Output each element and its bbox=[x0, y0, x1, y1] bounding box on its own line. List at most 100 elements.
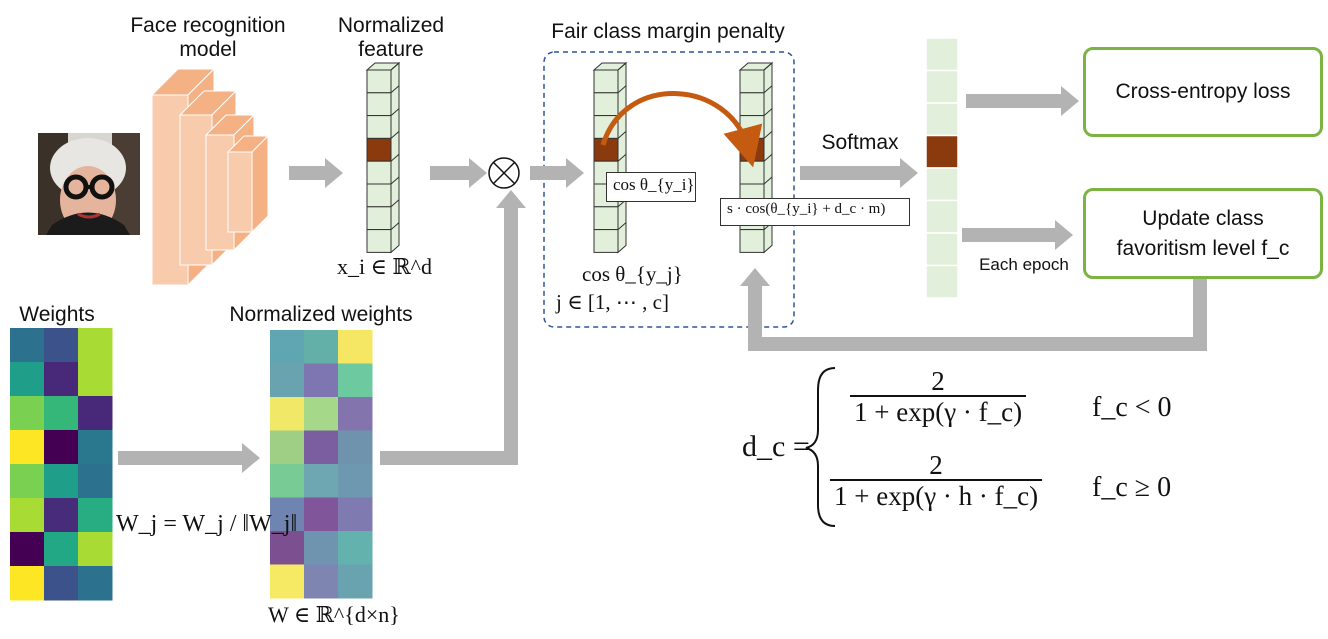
case1-numerator: 2 bbox=[931, 366, 945, 396]
weights-label: Weights bbox=[19, 303, 95, 326]
vector-cell bbox=[593, 69, 619, 94]
matrix-cell bbox=[10, 396, 45, 431]
softmax-cell-highlight bbox=[925, 134, 959, 169]
arrow-to-cross-entropy bbox=[966, 86, 1079, 116]
j-range-text: j ∈ [1, ⋯ , c] bbox=[556, 290, 669, 314]
matrix-cell bbox=[44, 464, 79, 499]
softmax-label: Softmax bbox=[821, 131, 899, 154]
vector-side-line bbox=[763, 176, 773, 185]
vector-cell bbox=[739, 92, 765, 117]
matrix-cell bbox=[270, 397, 305, 431]
vector-cell bbox=[593, 206, 619, 231]
softmax-output-vector bbox=[925, 37, 959, 299]
matrix-cell bbox=[304, 430, 339, 465]
vector-side-line bbox=[390, 199, 400, 208]
arrow-weight-path-hidden bbox=[380, 208, 511, 451]
feature-vector bbox=[365, 61, 401, 254]
vector-side-line bbox=[617, 85, 627, 94]
cases-brace bbox=[805, 367, 836, 527]
matrix-cell bbox=[338, 430, 373, 465]
vector-side-line bbox=[617, 131, 627, 139]
case2-numerator: 2 bbox=[929, 450, 943, 480]
cos-theta-j-math: cos θ_{y_j} bbox=[582, 264, 683, 285]
vector-cell bbox=[739, 69, 765, 94]
dc-lhs: d_c = bbox=[742, 432, 810, 462]
matrix-cell bbox=[304, 531, 339, 565]
feedback-horizontal bbox=[748, 337, 1207, 351]
matrix-cell bbox=[270, 464, 305, 498]
vector-cell bbox=[593, 229, 619, 253]
feedback-up-arrow bbox=[740, 268, 770, 351]
matrix-cell bbox=[270, 330, 305, 364]
face-photo bbox=[38, 133, 140, 235]
matrix-cell bbox=[338, 531, 373, 565]
vector-cell bbox=[366, 160, 392, 185]
margin-callout: s · cos(θ_{y_i} + d_c · m) bbox=[720, 198, 910, 226]
vector-side-line bbox=[390, 153, 400, 162]
cos-theta-j-text: cos θ_{y_j} bbox=[582, 262, 683, 286]
cross-entropy-box: Cross-entropy loss bbox=[1083, 47, 1323, 137]
feature-space-math: x_i ∈ ℝ^d bbox=[337, 256, 432, 278]
fair-penalty-region bbox=[543, 51, 795, 328]
case2-condition-text: f_c ≥ 0 bbox=[1092, 472, 1172, 503]
matrix-cell bbox=[270, 531, 305, 565]
vector-cell bbox=[366, 115, 392, 139]
feedback-vertical bbox=[1193, 279, 1207, 351]
vector-side-line bbox=[390, 108, 400, 116]
matrix-cell bbox=[10, 362, 45, 397]
matrix-cell bbox=[78, 396, 113, 431]
softmax-cell bbox=[925, 167, 959, 202]
vector-cell bbox=[739, 160, 765, 185]
case1-condition: f_c < 0 bbox=[1092, 394, 1172, 422]
arrow-weights-horizontal bbox=[380, 451, 518, 465]
vector-side-line bbox=[390, 131, 400, 139]
softmax-cell bbox=[925, 232, 959, 267]
case2-denominator: 1 + exp(γ · h · f_c) bbox=[830, 479, 1043, 510]
vector-side-line bbox=[617, 153, 627, 162]
matrix-cell bbox=[338, 497, 373, 532]
matrix-cell bbox=[304, 397, 339, 431]
vector-cell bbox=[739, 229, 765, 253]
vector-side-line bbox=[617, 222, 627, 230]
arrow-to-feature bbox=[289, 158, 343, 188]
case2-fraction: 2 1 + exp(γ · h · f_c) bbox=[830, 450, 1043, 510]
cross-entropy-label: Cross-entropy loss bbox=[1115, 80, 1291, 103]
normalized-weights-label: Normalized weights bbox=[229, 303, 413, 326]
matrix-cell bbox=[78, 566, 113, 601]
arrow-to-multiply bbox=[430, 158, 487, 188]
vector-side-line bbox=[763, 153, 773, 162]
matrix-cell bbox=[10, 430, 45, 465]
vector-side-line bbox=[763, 85, 773, 94]
matrix-cell bbox=[338, 330, 373, 364]
softmax-cell bbox=[925, 37, 959, 72]
case1-condition-text: f_c < 0 bbox=[1092, 392, 1172, 423]
matrix-cell bbox=[10, 464, 45, 499]
vector-side-line bbox=[390, 176, 400, 185]
face-model-label: Face recognition model bbox=[130, 14, 286, 61]
softmax-cell bbox=[925, 69, 959, 104]
matrix-cell bbox=[78, 362, 113, 397]
matrix-cell bbox=[78, 498, 113, 533]
softmax-cell bbox=[925, 264, 959, 299]
dc-lhs-text: d_c = bbox=[742, 430, 810, 463]
each-epoch-label: Each epoch bbox=[979, 255, 1069, 274]
matrix-cell bbox=[270, 564, 305, 599]
vector-side-line bbox=[390, 222, 400, 230]
feature-space-text: x_i ∈ ℝ^d bbox=[337, 254, 433, 279]
weights-matrix bbox=[10, 328, 113, 601]
matrix-cell bbox=[44, 396, 79, 431]
vector-cell-highlight bbox=[366, 137, 392, 162]
arrow-to-cos bbox=[530, 158, 584, 188]
case2-condition: f_c ≥ 0 bbox=[1092, 474, 1171, 502]
matrix-cell bbox=[10, 328, 45, 363]
weight-space-math: W ∈ ℝ^{d×n} bbox=[268, 604, 400, 626]
update-class-box: Update class favoritism level f_c bbox=[1083, 188, 1323, 279]
case1-denominator: 1 + exp(γ · f_c) bbox=[850, 395, 1027, 426]
margin-curve-arrow bbox=[600, 91, 763, 168]
matrix-cell bbox=[338, 564, 373, 599]
matrix-cell bbox=[78, 328, 113, 363]
arrow-normalize-weights bbox=[118, 443, 260, 473]
matrix-cell bbox=[338, 397, 373, 431]
vector-side-line bbox=[763, 131, 773, 139]
